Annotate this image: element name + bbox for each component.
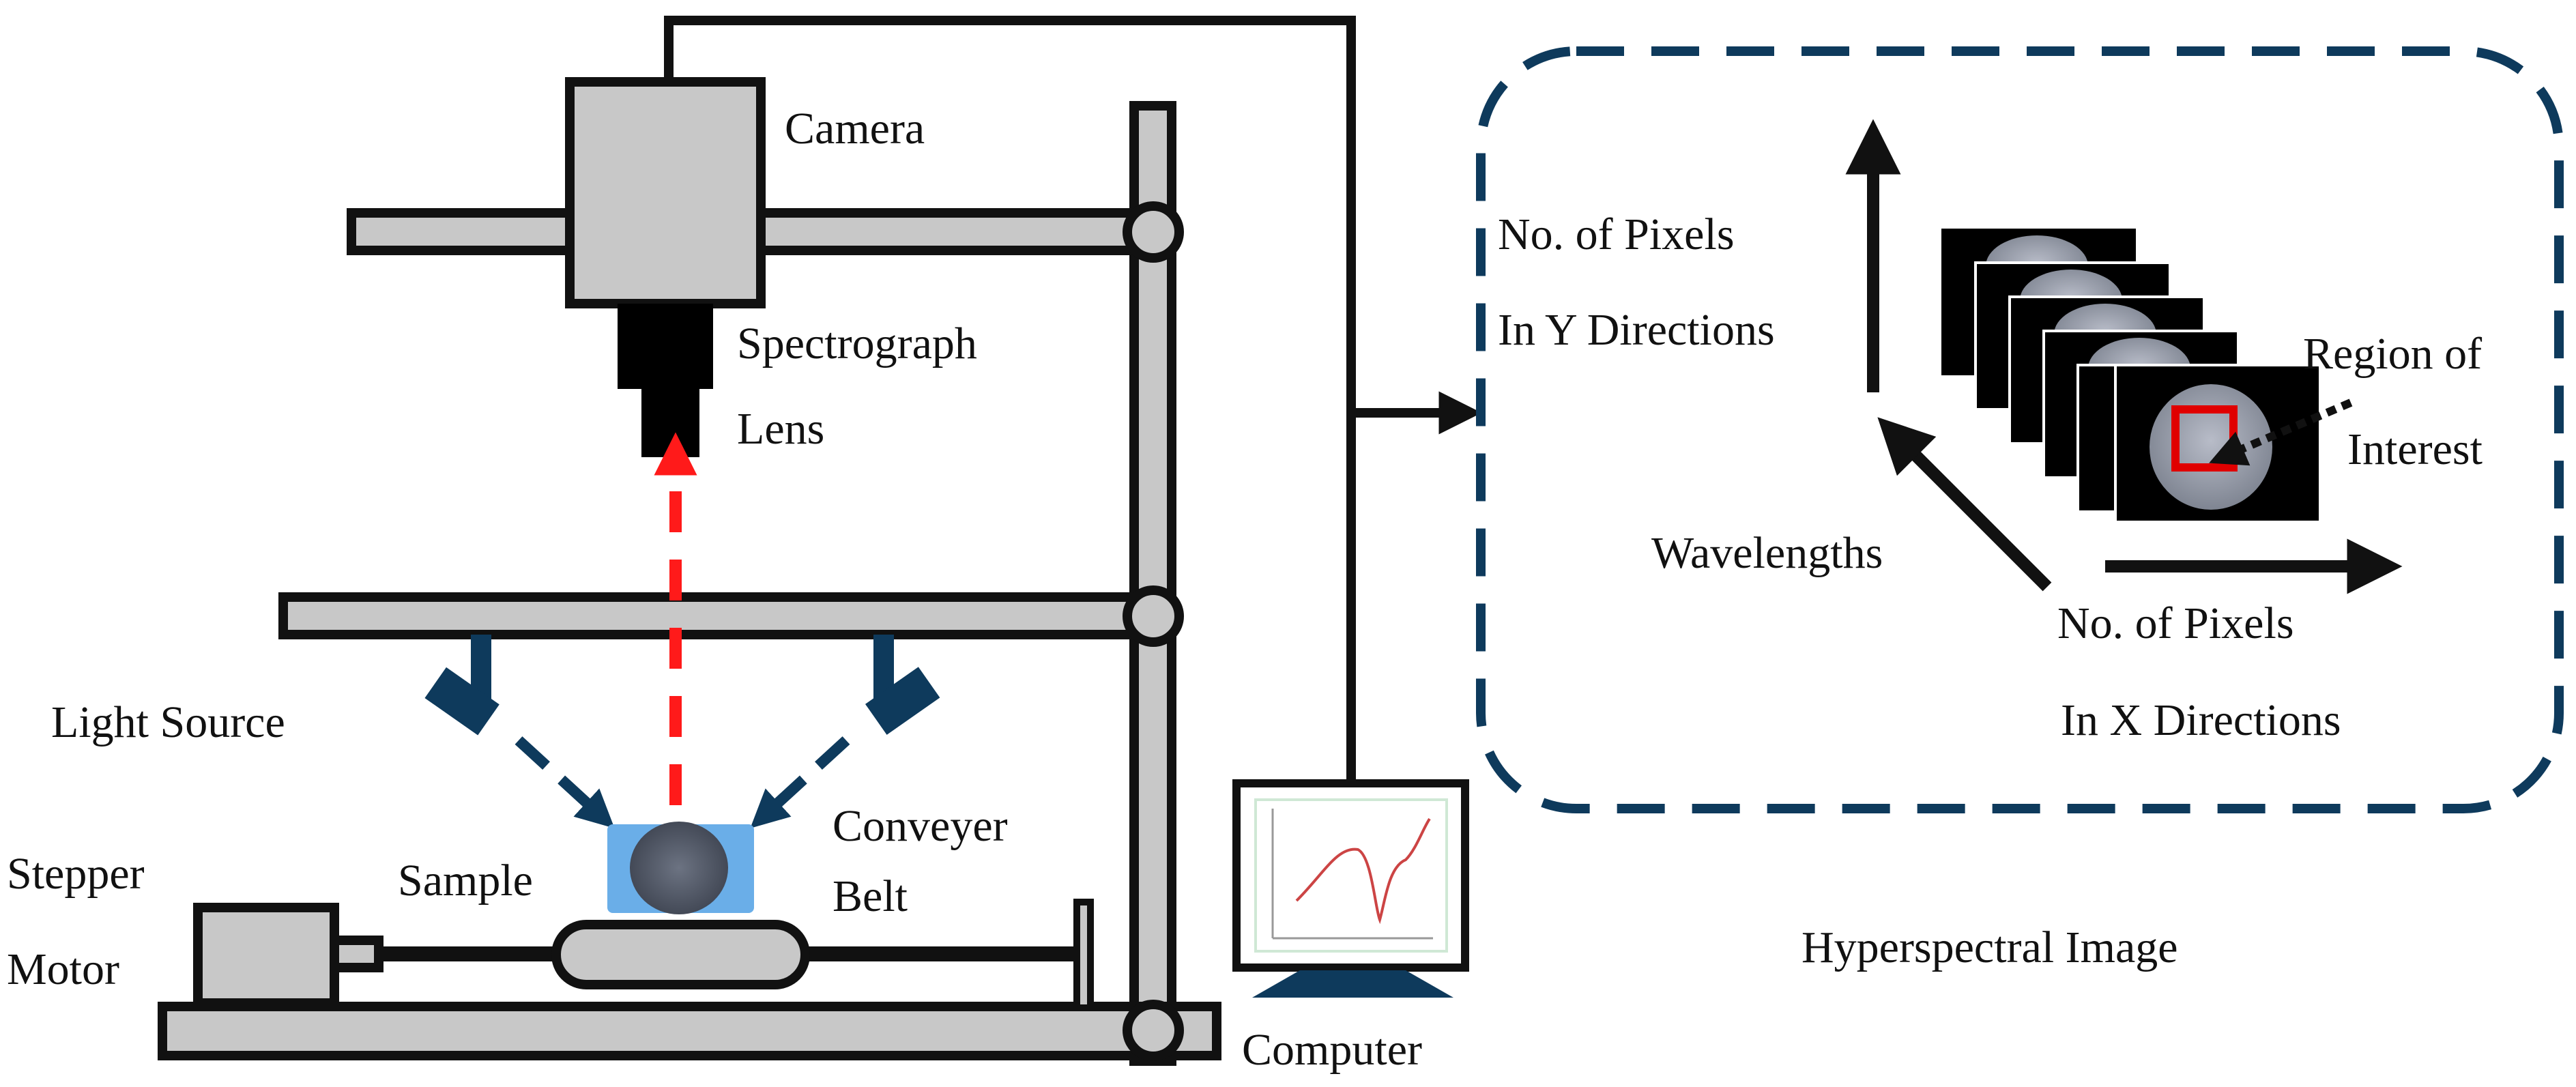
stepper-label-line2: Motor xyxy=(7,944,119,994)
pixels-x-label-line2: In X Directions xyxy=(2061,695,2341,745)
sample-label: Sample xyxy=(398,856,533,905)
pixels-y-label-line2: In Y Directions xyxy=(1498,305,1775,355)
joint-upper xyxy=(1123,201,1184,263)
roi-pointer xyxy=(2209,398,2353,466)
motor-shaft xyxy=(330,936,383,972)
wavelengths-label: Wavelengths xyxy=(1651,528,1883,578)
vertical-post xyxy=(1129,101,1176,1066)
light-source-left xyxy=(424,635,615,828)
roi-label-line2: Interest xyxy=(2347,424,2483,474)
monitor-stand xyxy=(1252,970,1453,998)
conveyor-belt xyxy=(551,920,810,989)
light-source-label: Light Source xyxy=(51,697,285,747)
computer xyxy=(1232,779,1469,998)
lens xyxy=(641,389,699,457)
computer-label: Computer xyxy=(1242,1025,1422,1075)
hyperspectral-image-stack xyxy=(1941,229,2321,523)
stepper-motor xyxy=(193,903,339,1008)
hyperspectral-image-label: Hyperspectral Image xyxy=(1801,923,2178,972)
camera-body xyxy=(565,77,766,308)
band-image-front xyxy=(2114,364,2321,523)
joint-middle xyxy=(1123,585,1184,647)
joint-base xyxy=(1123,1000,1184,1061)
pixels-x-label-line1: No. of Pixels xyxy=(2057,598,2294,648)
camera-label: Camera xyxy=(785,104,925,154)
stepper-label-line1: Stepper xyxy=(7,849,145,899)
sample-disc xyxy=(630,822,728,914)
camera-computer-cable xyxy=(664,16,1356,785)
hyperspectral-panel-border xyxy=(1476,46,2564,813)
conveyor-end-stop xyxy=(1073,899,1094,1011)
conveyer-label-line1: Conveyer xyxy=(833,801,1008,851)
monitor-screen xyxy=(1254,798,1448,953)
wavelength-axis-arrow xyxy=(1877,417,2052,592)
base-plate xyxy=(158,1002,1221,1060)
middle-arm xyxy=(278,592,1155,639)
spectrograph-label: Spectrograph xyxy=(737,319,977,368)
spectrograph xyxy=(618,304,713,389)
lens-label: Lens xyxy=(737,404,824,454)
light-source-right xyxy=(750,635,940,828)
pixels-y-label-line1: No. of Pixels xyxy=(1498,209,1735,259)
spectrum-curve xyxy=(1295,817,1431,925)
roi-label-line1: Region of xyxy=(2303,329,2482,379)
conveyer-label-line2: Belt xyxy=(833,871,908,921)
